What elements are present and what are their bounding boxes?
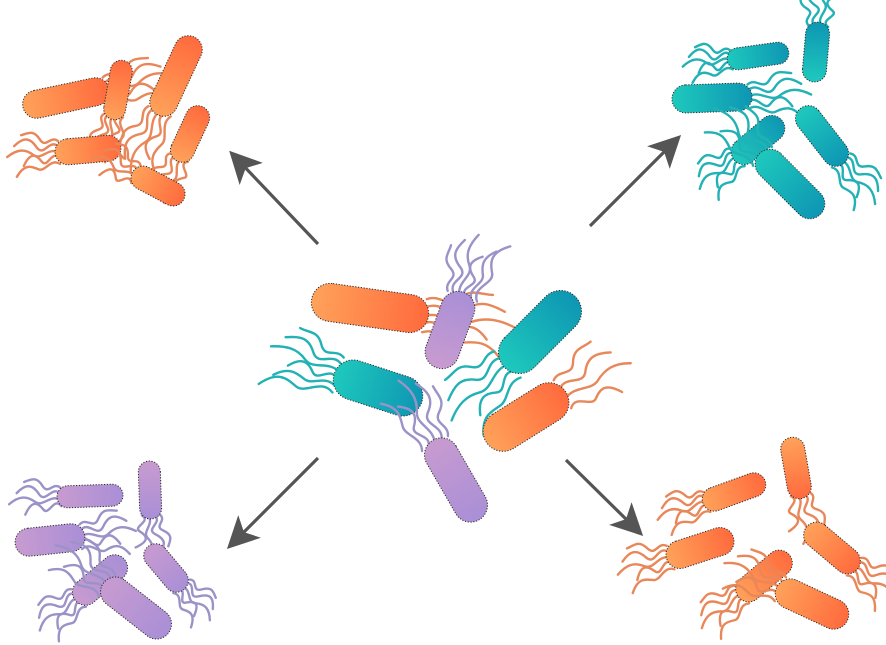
bacterium-body bbox=[127, 162, 189, 210]
bacterium-orange bbox=[307, 270, 521, 358]
bacterium-body bbox=[801, 21, 830, 83]
bacterium-body bbox=[749, 143, 831, 225]
flagellum bbox=[627, 535, 667, 558]
bacterium-orange bbox=[470, 330, 641, 467]
bacterium-body bbox=[699, 469, 769, 514]
bacterium-body bbox=[14, 522, 87, 557]
bacterium-body bbox=[138, 461, 162, 520]
bacterium-body bbox=[770, 574, 853, 634]
cluster-bottom-right bbox=[611, 434, 886, 644]
flagellum bbox=[126, 109, 161, 174]
flagellum bbox=[798, 0, 812, 25]
flagellum bbox=[21, 130, 58, 144]
bacterium-body bbox=[790, 100, 854, 171]
flagellum bbox=[296, 328, 349, 358]
bacterium-body bbox=[490, 282, 590, 382]
flagellum bbox=[783, 496, 800, 531]
bacterium-purple bbox=[8, 476, 123, 515]
flagellum bbox=[825, 0, 839, 28]
flagellum bbox=[79, 515, 127, 532]
bacterium-body bbox=[102, 59, 134, 122]
cluster-top-right bbox=[671, 0, 886, 231]
flagellum bbox=[436, 245, 463, 291]
flagellum bbox=[691, 67, 733, 82]
flagellum bbox=[570, 378, 622, 419]
flagellum bbox=[857, 554, 886, 592]
bacterium-teal bbox=[680, 32, 791, 84]
arrow-to-top-left bbox=[238, 160, 318, 244]
bacterium-body bbox=[139, 539, 193, 597]
flagellum bbox=[666, 482, 704, 505]
bacterium-body bbox=[779, 435, 813, 500]
flagellum bbox=[24, 478, 61, 490]
cluster-bottom-left bbox=[8, 460, 226, 645]
bacterium-body bbox=[672, 83, 753, 114]
flagellum bbox=[16, 162, 61, 177]
arrow-to-top-right bbox=[590, 144, 672, 226]
cluster-top-left bbox=[5, 27, 219, 215]
bacterium-body bbox=[20, 75, 112, 121]
bacterium-body bbox=[798, 517, 865, 579]
flagellum bbox=[554, 348, 614, 392]
bacterium-body bbox=[418, 432, 493, 529]
bacterium-body bbox=[309, 281, 431, 335]
bacterium-body bbox=[476, 375, 577, 459]
arrow-to-bottom-right bbox=[566, 460, 634, 527]
arrow-to-bottom-left bbox=[236, 458, 318, 540]
bacterium-body bbox=[726, 41, 790, 71]
bacterium-orange bbox=[651, 461, 772, 538]
center-cluster bbox=[259, 227, 641, 533]
bacterium-teal bbox=[671, 71, 812, 121]
flagellum bbox=[288, 357, 339, 381]
flagellum bbox=[159, 514, 171, 546]
flagellum bbox=[25, 503, 62, 515]
flagellum bbox=[474, 241, 510, 306]
bacterium-teal bbox=[259, 321, 432, 433]
bacterium-teal bbox=[794, 0, 841, 83]
bacterium-body bbox=[57, 484, 124, 508]
